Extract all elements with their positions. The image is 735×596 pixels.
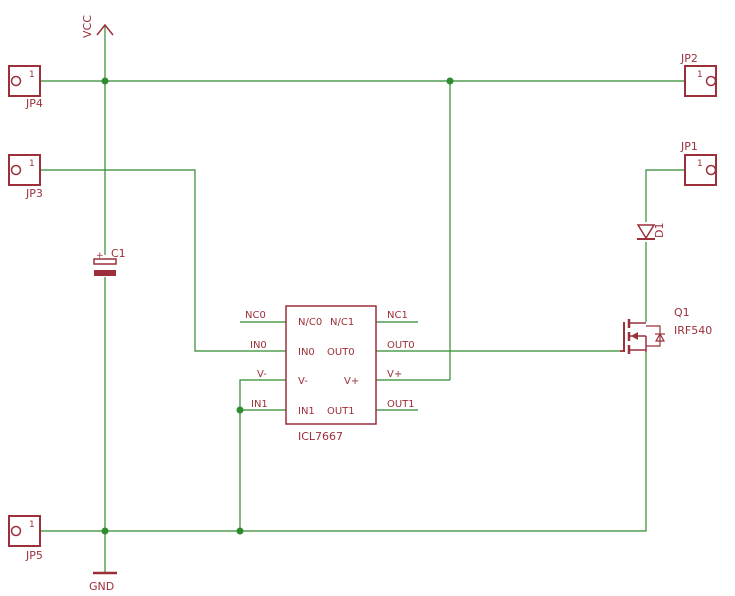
connector-body xyxy=(8,65,41,97)
pin-number: 1 xyxy=(697,159,703,169)
connector-label: JP3 xyxy=(25,187,43,200)
pin-name-in0: IN0 xyxy=(298,347,315,358)
pin-name-vplus: V+ xyxy=(344,376,359,387)
wire-jp1-diode xyxy=(645,169,685,222)
pad-icon xyxy=(10,75,22,87)
connector-jp2[interactable]: 1 JP2 xyxy=(680,52,717,97)
connector-body xyxy=(8,154,41,186)
junction-dot xyxy=(101,77,109,85)
pin-number: 1 xyxy=(29,159,35,169)
net-label-in0: IN0 xyxy=(250,340,267,351)
vcc-arrow-icon xyxy=(96,23,114,36)
component-label: C1 xyxy=(111,247,126,260)
mosfet-q1[interactable]: Q1 IRF540 xyxy=(620,306,712,354)
polarity-mark: + xyxy=(96,251,104,261)
net-label-out1: OUT1 xyxy=(387,399,415,410)
component-label: Q1 xyxy=(674,306,690,319)
junctions xyxy=(101,77,454,535)
connector-label: JP2 xyxy=(680,52,698,65)
connector-label: JP5 xyxy=(25,549,43,562)
pin-name-out1: OUT1 xyxy=(327,406,355,417)
connector-jp4[interactable]: 1 JP4 xyxy=(8,65,43,110)
capacitor-c1[interactable]: + C1 xyxy=(93,247,126,276)
junction-dot xyxy=(101,527,109,535)
net-label-in1: IN1 xyxy=(251,399,268,410)
component-label: D1 xyxy=(653,223,666,238)
vcc-supply-symbol: VCC xyxy=(81,15,114,38)
connector-jp1[interactable]: 1 JP1 xyxy=(680,140,717,186)
junction-dot xyxy=(446,77,454,85)
pin-name-out0: OUT0 xyxy=(327,347,355,358)
diode-d1[interactable]: D1 xyxy=(636,223,666,240)
connector-label: JP1 xyxy=(680,140,698,153)
connector-body xyxy=(8,515,41,547)
net-label-nc0: NC0 xyxy=(245,310,266,321)
ic-value-label: ICL7667 xyxy=(298,430,343,443)
ic-icl7667[interactable]: N/C0 N/C1 IN0 OUT0 V- V+ IN1 OUT1 NC0 NC… xyxy=(245,305,415,443)
capacitor-plate-positive-icon xyxy=(93,258,117,265)
ic-body xyxy=(285,305,377,425)
wire-vminus-gnd xyxy=(239,379,286,531)
junction-dot xyxy=(236,406,244,414)
pin-name-nc0: N/C0 xyxy=(298,317,322,328)
capacitor-plate-negative-icon xyxy=(94,270,116,276)
pin-name-vminus: V- xyxy=(298,376,308,387)
pad-icon xyxy=(705,75,717,87)
net-label-nc1: NC1 xyxy=(387,310,408,321)
net-label-vplus: V+ xyxy=(387,369,402,380)
net-label-out0: OUT0 xyxy=(387,340,415,351)
vcc-label: VCC xyxy=(81,15,94,38)
body-diode-lead xyxy=(646,325,661,347)
component-value: IRF540 xyxy=(674,324,712,337)
connector-jp5[interactable]: 1 JP5 xyxy=(8,515,43,562)
junction-dot xyxy=(236,527,244,535)
pad-icon xyxy=(705,164,717,176)
wire-jp3-in0 xyxy=(40,169,286,352)
pin-number: 1 xyxy=(29,70,35,80)
body-arrow-icon xyxy=(631,332,638,340)
pad-icon xyxy=(10,525,22,537)
pin-name-in1: IN1 xyxy=(298,406,315,417)
net-label-vminus: V- xyxy=(257,369,267,380)
wires xyxy=(40,25,685,572)
pin-name-nc1: N/C1 xyxy=(330,317,354,328)
body-diode-icon xyxy=(654,332,666,342)
connector-label: JP4 xyxy=(25,97,43,110)
gnd-label: GND xyxy=(89,580,114,593)
diode-triangle-icon xyxy=(636,224,656,240)
gnd-supply-symbol: GND xyxy=(89,571,117,593)
connector-jp3[interactable]: 1 JP3 xyxy=(8,154,43,200)
pad-icon xyxy=(10,164,22,176)
pin-number: 1 xyxy=(697,70,703,80)
pin-number: 1 xyxy=(29,520,35,530)
